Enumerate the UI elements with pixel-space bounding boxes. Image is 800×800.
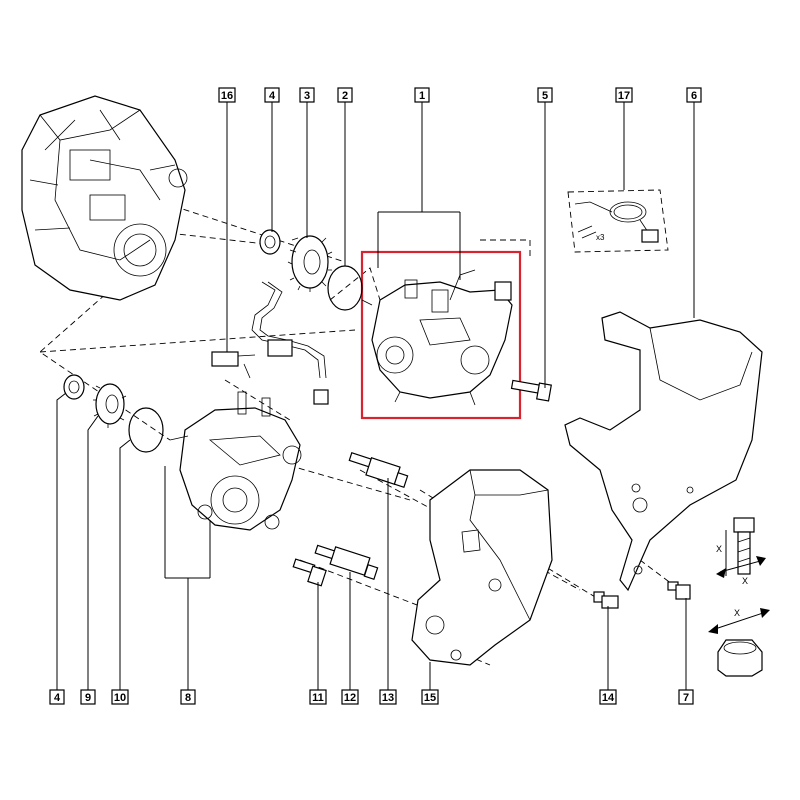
- svg-text:5: 5: [542, 90, 548, 102]
- svg-text:2: 2: [342, 90, 348, 102]
- callout-7[interactable]: 7: [678, 689, 694, 705]
- svg-text:11: 11: [312, 692, 324, 704]
- kit-quantity-label: x3: [596, 233, 605, 242]
- engine-block-illustration: [21, 95, 188, 301]
- dimension-symbol-c: X: [734, 608, 740, 618]
- fuel-pump-assembly-part[interactable]: [169, 391, 302, 531]
- svg-text:8: 8: [185, 692, 191, 704]
- callout-4-bottom[interactable]: 4: [49, 689, 65, 705]
- svg-text:7: 7: [683, 692, 689, 704]
- callout-17[interactable]: 17: [615, 87, 633, 103]
- o-ring-bottom-part[interactable]: [128, 407, 164, 453]
- callout-16[interactable]: 16: [218, 87, 236, 103]
- washer-bottom-part[interactable]: [63, 374, 85, 400]
- dimension-symbol-a: X: [716, 544, 722, 554]
- bolt-part-11[interactable]: [292, 558, 327, 587]
- svg-text:10: 10: [114, 692, 126, 704]
- callout-3[interactable]: 3: [299, 87, 315, 103]
- dimension-symbol-b: X: [742, 576, 748, 586]
- callout-4-top[interactable]: 4: [264, 87, 280, 103]
- o-ring-top-part[interactable]: [327, 265, 363, 311]
- callout-1[interactable]: 1: [414, 87, 430, 103]
- leader-lines: [56, 102, 695, 690]
- heat-shield-part[interactable]: [564, 311, 763, 592]
- svg-text:14: 14: [602, 692, 615, 704]
- svg-text:4: 4: [269, 90, 276, 102]
- callout-5[interactable]: 5: [537, 87, 553, 103]
- highlighted-part-frame: [360, 250, 522, 420]
- callout-15[interactable]: 15: [421, 689, 439, 705]
- svg-text:3: 3: [304, 90, 310, 102]
- callout-14[interactable]: 14: [599, 689, 617, 705]
- callout-13[interactable]: 13: [379, 689, 397, 705]
- callout-12[interactable]: 12: [341, 689, 359, 705]
- svg-text:15: 15: [424, 692, 436, 704]
- pump-bracket-part[interactable]: [411, 469, 553, 666]
- svg-text:6: 6: [691, 90, 697, 102]
- washer-top-part[interactable]: [259, 229, 281, 255]
- callout-11[interactable]: 11: [309, 689, 327, 705]
- callout-2[interactable]: 2: [337, 87, 353, 103]
- bolt-part-14[interactable]: [593, 591, 619, 609]
- stud-part-13[interactable]: [348, 452, 409, 489]
- svg-text:13: 13: [382, 692, 394, 704]
- bolt-dimension-inset: X X: [716, 517, 766, 586]
- svg-text:4: 4: [54, 692, 61, 704]
- svg-text:12: 12: [344, 692, 356, 704]
- pump-gear-part[interactable]: [287, 235, 333, 292]
- callout-9[interactable]: 9: [80, 689, 96, 705]
- high-pressure-pump-part[interactable]: [361, 269, 513, 406]
- callout-8[interactable]: 8: [180, 689, 196, 705]
- svg-text:1: 1: [419, 90, 425, 102]
- svg-text:9: 9: [85, 692, 91, 704]
- fuel-pressure-sensor-part[interactable]: [211, 281, 329, 405]
- bolt-part-5[interactable]: [510, 379, 552, 402]
- svg-text:16: 16: [221, 90, 233, 102]
- svg-text:17: 17: [618, 90, 630, 102]
- callout-6[interactable]: 6: [686, 87, 702, 103]
- nut-dimension-inset: X: [708, 608, 770, 677]
- pump-gear-bottom-part[interactable]: [93, 383, 127, 428]
- bolt-part-7[interactable]: [667, 581, 691, 600]
- stud-part-12[interactable]: [314, 544, 379, 581]
- callout-10[interactable]: 10: [111, 689, 129, 705]
- cable-kit-part[interactable]: x3: [567, 189, 669, 253]
